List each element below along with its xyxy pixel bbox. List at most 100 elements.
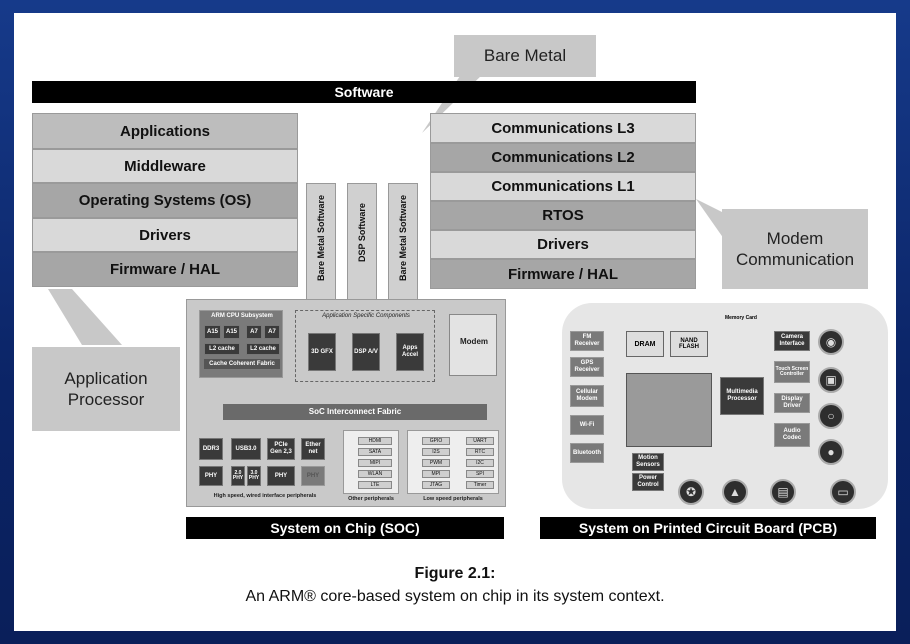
other-item: LTE	[358, 481, 392, 489]
app-layer: Middleware	[32, 149, 298, 183]
soc-chip	[626, 373, 712, 447]
low-item: JTAG	[422, 481, 450, 489]
headphones-icon: ○	[818, 403, 844, 429]
motion-sensors: Motion Sensors	[632, 453, 664, 471]
comm-layer: RTOS	[430, 201, 696, 230]
bare-metal-callout: Bare Metal	[454, 35, 596, 77]
other-peripherals: HDMI SATA MIPI WLAN LTE	[343, 430, 399, 494]
soc-bar: System on Chip (SOC)	[186, 517, 504, 539]
low-item: GPIO	[422, 437, 450, 445]
asc-block: DSP A/V	[352, 333, 380, 371]
pcb-block-item: Bluetooth	[570, 443, 604, 463]
app-layer: Firmware / HAL	[32, 252, 298, 287]
pcb-block-item: Wi-Fi	[570, 415, 604, 435]
software-bar: Software	[32, 81, 696, 103]
hs-peripheral: USB3.0	[231, 438, 261, 460]
low-item: PWM	[422, 459, 450, 467]
comm-software-stack: Communications L3 Communications L2 Comm…	[430, 113, 696, 289]
modem-pointer	[696, 199, 724, 239]
asc-block: 3D GFX	[308, 333, 336, 371]
low-item: RTC	[466, 448, 494, 456]
other-item: HDMI	[358, 437, 392, 445]
display-driver: Display Driver	[774, 393, 810, 413]
figure-caption: An ARM® core-based system on chip in its…	[245, 588, 665, 605]
nand-flash-block: NAND FLASH	[670, 331, 708, 357]
cpu-core: A7	[246, 325, 262, 339]
l2-cache: L2 cache	[204, 343, 240, 355]
cpu-core: A15	[204, 325, 221, 339]
hs-caption: High speed, wired interface peripherals	[213, 493, 317, 499]
hs-peripheral: PCIe Gen 2,3	[267, 438, 295, 460]
hs-phy: PHY	[199, 466, 223, 486]
cpu-core: A15	[223, 325, 240, 339]
modem-label: Modem	[460, 337, 488, 346]
hs-peripheral: DDR3	[199, 438, 223, 460]
app-layer: Operating Systems (OS)	[32, 183, 298, 218]
camera-interface: Camera Interface	[774, 331, 810, 351]
modem-communication-callout: Modem Communication	[722, 209, 868, 289]
bare-metal-software-label: Bare Metal Software	[316, 194, 326, 282]
application-processor-callout: Application Processor	[32, 347, 180, 431]
video-camera-icon: ▲	[722, 479, 748, 505]
touch-controller: Touch Screen Controller	[774, 361, 810, 383]
low-item: SPI	[466, 470, 494, 478]
low-item: UART	[466, 437, 494, 445]
monitor-icon: ▭	[830, 479, 856, 505]
hs-phy: 2.0 PHY	[231, 466, 245, 486]
app-layer: Applications	[32, 113, 298, 149]
figure-label: Figure 2.1:	[414, 565, 496, 582]
bare-metal-software-label-2: Bare Metal Software	[398, 194, 408, 282]
comm-layer: Communications L1	[430, 172, 696, 201]
hs-phy: PHY	[267, 466, 295, 486]
asc-label: Application Specific Components	[322, 313, 410, 319]
dram-block: DRAM	[626, 331, 664, 357]
other-item: MIPI	[358, 459, 392, 467]
pcb-bar: System on Printed Circuit Board (PCB)	[540, 517, 876, 539]
soc-interconnect-fabric: SoC Interconnect Fabric	[223, 404, 487, 420]
comm-layer: Firmware / HAL	[430, 259, 696, 289]
l2-cache: L2 cache	[246, 343, 280, 355]
application-specific-components: Application Specific Components 3D GFX D…	[295, 310, 435, 382]
hs-peripheral: Ether net	[301, 438, 325, 460]
pcb-block-item: Cellular Modem	[570, 385, 604, 407]
cpu-core: A7	[264, 325, 280, 339]
camera-icon: ◉	[818, 329, 844, 355]
image-icon: ▣	[818, 367, 844, 393]
memory-card: Memory Card	[725, 315, 757, 321]
comm-layer: Drivers	[430, 230, 696, 259]
app-processor-pointer	[48, 289, 122, 345]
multimedia-processor: Multimedia Processor	[720, 377, 764, 415]
slide: Bare Metal Software Applications Middlew…	[14, 13, 896, 631]
other-caption: Other peripherals	[348, 496, 394, 502]
dsp-software-label: DSP Software	[357, 203, 367, 263]
modem-block: Modem	[449, 314, 497, 376]
pcb-block: FM Receiver GPS Receiver Cellular Modem …	[562, 303, 888, 509]
low-item: MPI	[422, 470, 450, 478]
hs-phy: 3.0 PHY	[247, 466, 261, 486]
low-speed-peripherals: GPIO I2S PWM MPI JTAG UART RTC I2C SPI T…	[407, 430, 499, 494]
power-control: Power Control	[632, 473, 664, 491]
hs-phy: PHY	[301, 466, 325, 486]
asc-block: Apps Accel	[396, 333, 424, 371]
low-item: I2S	[422, 448, 450, 456]
app-software-stack: Applications Middleware Operating System…	[32, 113, 298, 287]
pcb-block-item: GPS Receiver	[570, 357, 604, 377]
low-item: Timer	[466, 481, 494, 489]
joystick-icon: ✪	[678, 479, 704, 505]
cpu-subsystem-label: ARM CPU Subsystem	[211, 313, 273, 320]
cpu-subsystem: ARM CPU Subsystem A15 A15 A7 A7 L2 cache…	[199, 310, 283, 378]
pcb-block-item: FM Receiver	[570, 331, 604, 351]
audio-codec: Audio Codec	[774, 423, 810, 447]
app-layer: Drivers	[32, 218, 298, 252]
low-caption: Low speed peripherals	[423, 496, 483, 502]
comm-layer: Communications L3	[430, 113, 696, 143]
soc-block: ARM CPU Subsystem A15 A15 A7 A7 L2 cache…	[186, 299, 506, 507]
comm-layer: Communications L2	[430, 143, 696, 172]
cache-coherent-fabric: Cache Coherent Fabric	[204, 359, 280, 369]
microphone-icon: ●	[818, 439, 844, 465]
laptop-icon: ▤	[770, 479, 796, 505]
other-item: WLAN	[358, 470, 392, 478]
low-item: I2C	[466, 459, 494, 467]
other-item: SATA	[358, 448, 392, 456]
